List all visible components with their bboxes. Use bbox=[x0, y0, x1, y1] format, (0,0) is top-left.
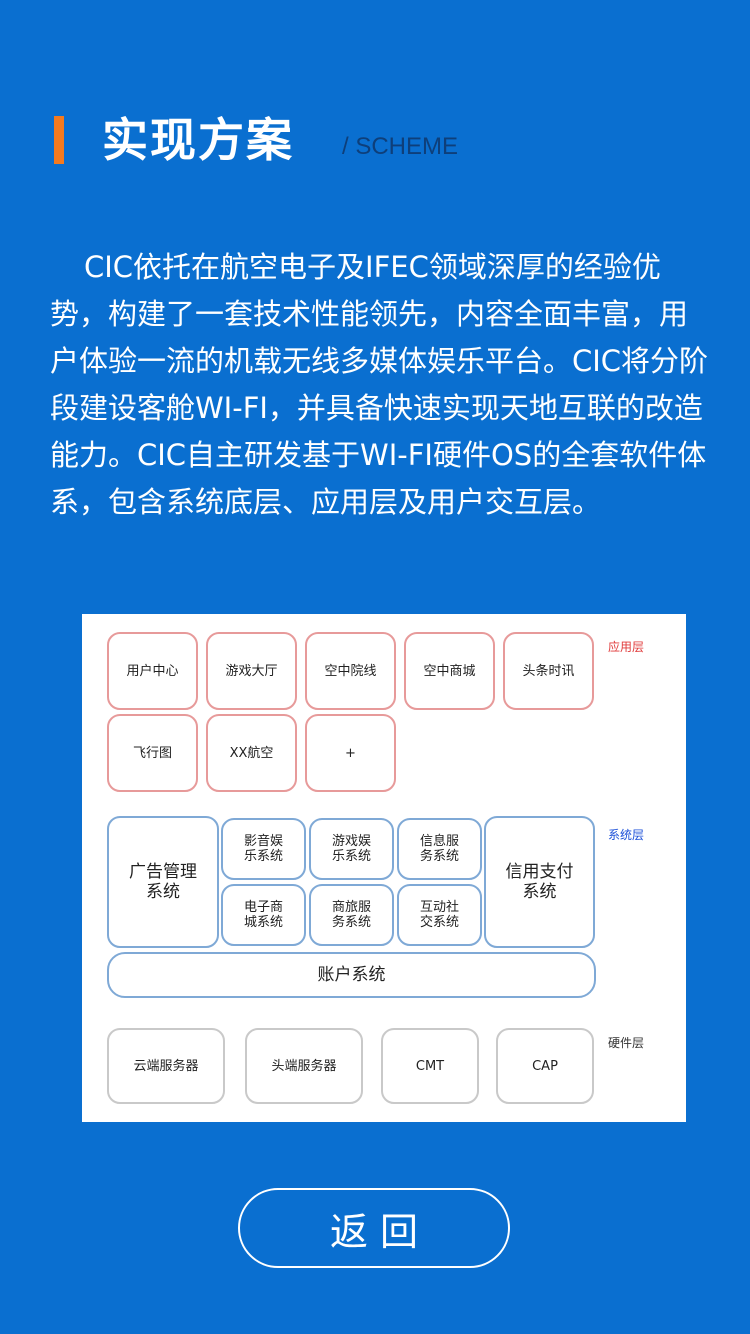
section-header: 实现方案 / SCHEME bbox=[54, 110, 704, 170]
app-headline-news: 头条时讯 bbox=[503, 632, 594, 710]
sys-account: 账户系统 bbox=[107, 952, 596, 998]
sys-e-mall: 电子商城系统 bbox=[221, 884, 306, 946]
hw-cap: CAP bbox=[496, 1028, 594, 1104]
hw-cloud-server: 云端服务器 bbox=[107, 1028, 225, 1104]
back-button[interactable]: 返回 bbox=[238, 1188, 510, 1268]
intro-paragraph: CIC依托在航空电子及IFEC领域深厚的经验优势，构建了一套技术性能领先，内容全… bbox=[50, 250, 709, 519]
app-xx-airline: XX航空 bbox=[206, 714, 297, 792]
sys-ad-management: 广告管理系统 bbox=[107, 816, 219, 948]
app-air-mall: 空中商城 bbox=[404, 632, 495, 710]
sys-credit-payment: 信用支付系统 bbox=[484, 816, 595, 948]
sys-social-interaction: 互动社交系统 bbox=[397, 884, 482, 946]
page-title: 实现方案 bbox=[102, 113, 294, 167]
architecture-diagram: 用户中心 游戏大厅 空中院线 空中商城 头条时讯 飞行图 XX航空 + 应用层 … bbox=[82, 614, 686, 1122]
app-add-more: + bbox=[305, 714, 396, 792]
page-subtitle: / SCHEME bbox=[342, 133, 459, 160]
hw-head-end-server: 头端服务器 bbox=[245, 1028, 363, 1104]
hw-cmt: CMT bbox=[381, 1028, 479, 1104]
sys-av-entertainment: 影音娱乐系统 bbox=[221, 818, 306, 880]
app-layer-label: 应用层 bbox=[608, 640, 645, 654]
app-air-cinema: 空中院线 bbox=[305, 632, 396, 710]
hardware-layer-label: 硬件层 bbox=[608, 1036, 645, 1050]
app-user-center: 用户中心 bbox=[107, 632, 198, 710]
app-flight-map: 飞行图 bbox=[107, 714, 198, 792]
sys-info-service: 信息服务系统 bbox=[397, 818, 482, 880]
sys-game-entertainment: 游戏娱乐系统 bbox=[309, 818, 394, 880]
sys-travel-service: 商旅服务系统 bbox=[309, 884, 394, 946]
system-layer-label: 系统层 bbox=[608, 828, 645, 842]
app-game-hall: 游戏大厅 bbox=[206, 632, 297, 710]
accent-bar bbox=[54, 116, 64, 164]
